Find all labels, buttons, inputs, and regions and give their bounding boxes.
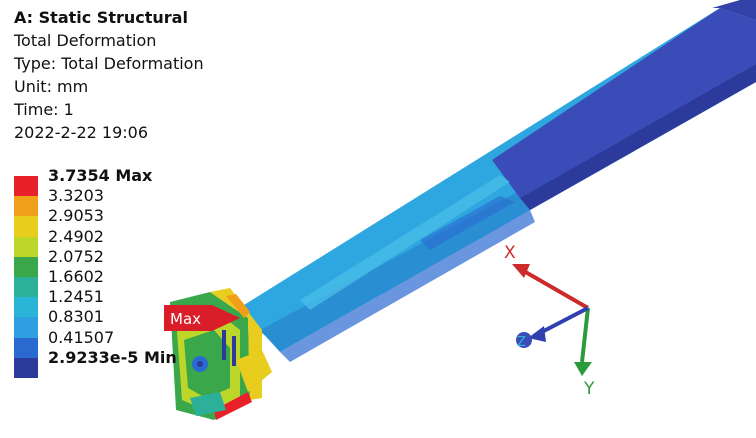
- bracket-flange: [236, 350, 272, 392]
- beam-far-end-face: [712, 0, 756, 20]
- legend-label: 1.6602: [48, 266, 104, 286]
- bracket-slot-right: [232, 336, 236, 366]
- legend-swatch: [14, 196, 38, 217]
- legend-label: 0.41507: [48, 327, 115, 347]
- bracket-corner-orange: [226, 294, 250, 318]
- legend-label: 2.9053: [48, 206, 104, 226]
- max-tag-label: Max: [170, 310, 201, 328]
- x-axis-label: X: [504, 243, 516, 263]
- z-arrow-head: [528, 326, 546, 342]
- legend-label: 2.0752: [48, 246, 104, 266]
- legend-swatch: [14, 176, 38, 197]
- max-probe-tag[interactable]: Max: [164, 305, 240, 331]
- legend-swatch: [14, 216, 38, 237]
- bracket-hole-center: [197, 361, 203, 367]
- legend-swatch: [14, 337, 38, 358]
- analysis-title: A: Static Structural: [14, 8, 188, 27]
- result-timestamp: 2022-2-22 19:06: [14, 123, 148, 142]
- axis-triad[interactable]: X Y Z: [504, 243, 595, 399]
- beam-far-end-top: [492, 8, 756, 198]
- x-arrow-head: [512, 264, 530, 278]
- beam-underside: [280, 210, 535, 362]
- x-axis-line: [521, 268, 589, 310]
- legend-label: 0.8301: [48, 307, 104, 327]
- legend-swatch: [14, 236, 38, 257]
- result-name: Total Deformation: [14, 31, 157, 50]
- bracket-slot-left: [222, 330, 226, 360]
- legend-label: 3.3203: [48, 186, 104, 206]
- y-axis-line: [580, 307, 590, 363]
- legend-min-label: 2.9233e-5 Min: [48, 347, 177, 367]
- legend-label: 2.4902: [48, 226, 104, 246]
- bracket-flange-red: [214, 392, 252, 420]
- y-arrow-head: [574, 362, 592, 376]
- bracket-bottom-tab: [190, 392, 226, 416]
- z-axis-line: [537, 306, 589, 336]
- legend-max-label: 3.7354 Max: [48, 166, 153, 185]
- result-header: A: Static Structural Total Deformation T…: [14, 6, 204, 144]
- legend-label: 1.2451: [48, 287, 104, 307]
- result-unit: Unit: mm: [14, 77, 89, 96]
- beam-dark-streak: [420, 196, 515, 250]
- z-axis-label: Z: [517, 335, 526, 350]
- legend-swatch: [14, 276, 38, 298]
- result-type: Type: Total Deformation: [14, 54, 204, 73]
- legend-swatch: [14, 297, 38, 318]
- result-time: Time: 1: [14, 100, 74, 119]
- legend-swatch: [14, 256, 38, 277]
- legend-swatch: [14, 317, 38, 338]
- max-tag-shape: [164, 305, 240, 331]
- legend-swatch: [14, 357, 38, 378]
- beam-model: [236, 0, 756, 362]
- y-axis-label: Y: [583, 379, 595, 399]
- z-origin-ball: [516, 332, 532, 348]
- beam-highlight: [300, 175, 510, 310]
- beam-far-end-side: [520, 64, 756, 210]
- bracket-rim: [210, 288, 262, 400]
